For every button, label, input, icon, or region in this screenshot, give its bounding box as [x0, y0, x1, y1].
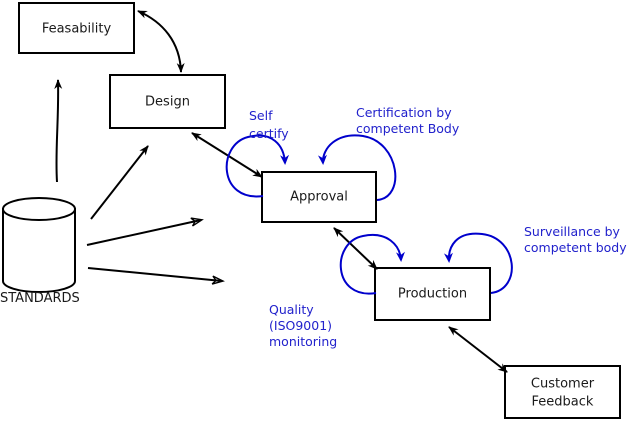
node-customer-feedback[interactable]: Customer Feedback — [504, 365, 621, 419]
self-certify-line1: Self — [249, 108, 273, 123]
design-label: Design — [145, 95, 190, 110]
loop-certification — [317, 134, 397, 201]
surveillance-line2: competent body — [524, 240, 627, 255]
production-label: Production — [398, 287, 467, 302]
arrow-feasability-design — [137, 10, 185, 73]
arrow-standards-production — [87, 267, 222, 281]
arrow-production-customer-feedback — [448, 326, 508, 373]
feasability-label: Feasability — [42, 22, 112, 37]
design-box — [109, 74, 226, 129]
arrow-approval-production — [333, 227, 378, 270]
arrow-standards-approval — [86, 220, 201, 246]
node-standards[interactable]: STANDARDS — [0, 197, 80, 306]
production-box — [374, 267, 491, 321]
node-design[interactable]: Design — [109, 74, 226, 129]
surveillance-line1: Surveillance by — [524, 224, 621, 239]
feasability-box — [18, 2, 135, 54]
approval-label: Approval — [290, 190, 348, 205]
arrow-standards-design — [90, 145, 149, 220]
loop-quality-monitoring — [339, 233, 405, 295]
customer-feedback-box — [504, 365, 621, 419]
certification-line1: Certification by — [356, 105, 452, 120]
node-approval[interactable]: Approval — [261, 171, 377, 223]
node-feasability[interactable]: Feasability — [18, 2, 135, 54]
quality-line3: monitoring — [269, 334, 337, 349]
customer-feedback-label-line1: Customer — [531, 377, 595, 392]
standards-cylinder-top — [2, 197, 76, 221]
loop-surveillance — [443, 232, 513, 294]
annotation-quality: Quality (ISO9001) monitoring — [269, 302, 337, 349]
arrow-standards-feasability — [54, 79, 63, 183]
standards-label: STANDARDS — [0, 291, 80, 306]
approval-box — [261, 171, 377, 223]
node-production[interactable]: Production — [374, 267, 491, 321]
self-certify-line2: certify — [249, 126, 289, 141]
standards-cylinder-body — [2, 208, 76, 293]
quality-line2: (ISO9001) — [269, 318, 332, 333]
arrow-design-approval — [191, 132, 263, 178]
annotation-certification: Certification by competent Body — [356, 105, 460, 136]
annotation-self-certify: Self certify — [249, 108, 289, 141]
quality-line1: Quality — [269, 302, 314, 317]
annotation-surveillance: Surveillance by competent body — [524, 224, 627, 255]
customer-feedback-label-line2: Feedback — [532, 395, 594, 410]
certification-line2: competent Body — [356, 121, 460, 136]
loop-self-certify — [225, 134, 290, 198]
